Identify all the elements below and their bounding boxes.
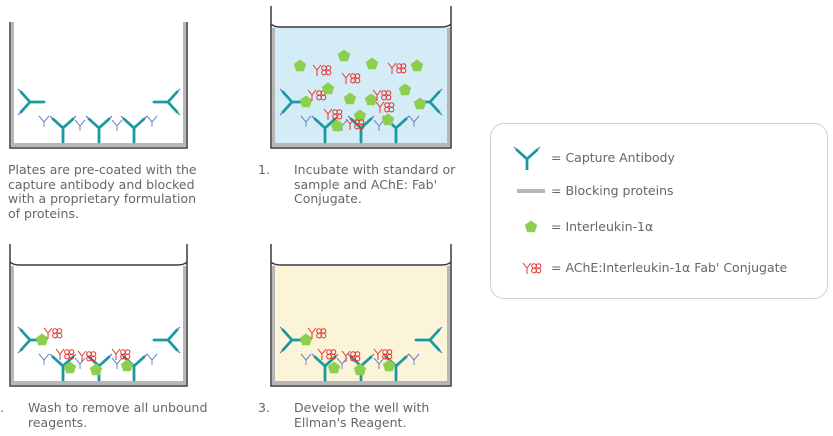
legend: = Capture Antibody = Blocking proteins =… <box>490 123 828 299</box>
well-2 <box>270 6 452 149</box>
legend-label: = AChE:Interleukin-1α Fab' Conjugate <box>551 260 788 275</box>
legend-label: = Blocking proteins <box>551 183 674 198</box>
capture-antibody-icon <box>16 87 46 117</box>
well-3-caption: 2.Wash to remove all unbound reagents. <box>0 400 208 430</box>
legend-label: = Capture Antibody <box>551 150 675 165</box>
legend-item-conjugate: = AChE:Interleukin-1α Fab' Conjugate <box>491 256 827 280</box>
capture-antibody-icon <box>512 146 542 170</box>
conjugate-icon <box>522 262 542 275</box>
well-4-step: 3. <box>258 400 270 415</box>
blocking-protein-icon <box>517 189 545 193</box>
well-4-caption: 3.Develop the well with Ellman's Reagent… <box>258 400 430 430</box>
legend-label: = Interleukin-1α <box>551 219 654 234</box>
blocking-layer <box>11 22 14 147</box>
capture-antibody-icon <box>152 87 182 117</box>
interleukin-icon <box>524 220 538 233</box>
legend-item-blocking-proteins: = Blocking proteins <box>491 179 827 203</box>
well-2-caption: 1.Incubate with standard or sample and A… <box>258 162 456 206</box>
well-3 <box>9 244 188 387</box>
well-3-step: 2. <box>0 400 4 415</box>
legend-item-interleukin: = Interleukin-1α <box>491 215 827 239</box>
well-1-caption: Plates are pre-coated with the capture a… <box>8 162 197 221</box>
well-1 <box>9 22 188 149</box>
well-2-step: 1. <box>258 162 270 177</box>
well-4 <box>270 244 452 387</box>
legend-item-capture-antibody: = Capture Antibody <box>491 146 827 170</box>
